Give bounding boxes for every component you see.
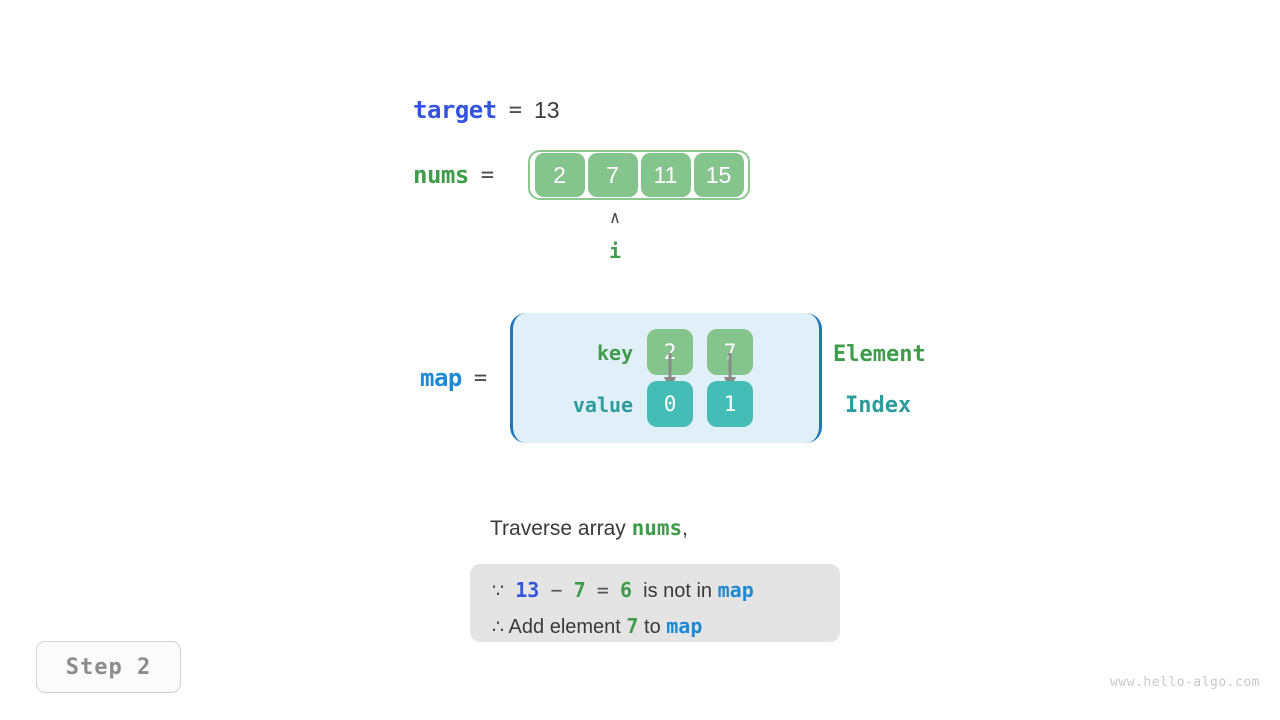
traverse-description: Traverse array nums,: [490, 516, 688, 541]
nums-variable-label: nums: [413, 161, 469, 189]
target-value: 13: [533, 96, 560, 123]
nums-assignment-row: nums = 2 7 11 15: [413, 148, 751, 202]
reasoning-box: ∵ 13 − 7 = 6 is not in map ∴ Add element…: [470, 564, 840, 642]
map-equals-sign: =: [473, 365, 488, 391]
map-container: key value 2 7 0 1: [510, 313, 823, 443]
nums-cell-0: 2: [534, 153, 585, 197]
nums-cell-3: 15: [693, 153, 744, 197]
action-prefix-text: Add element: [508, 616, 621, 638]
target-assignment-row: target = 13: [413, 94, 560, 126]
reason-element-value: 7: [573, 578, 586, 602]
reason-target-value: 13: [515, 578, 540, 602]
map-row-label-value: value: [572, 393, 634, 417]
map-variable-label: map: [420, 364, 462, 392]
reason-map-keyword: map: [717, 578, 754, 602]
reason-minus-sign: −: [550, 578, 563, 602]
reason-difference-value: 6: [619, 578, 632, 602]
reasoning-line-2: ∴ Add element 7 to map: [492, 609, 840, 645]
reason-equals-sign: =: [596, 578, 609, 602]
nums-cell-2: 11: [640, 153, 691, 197]
nums-equals-sign: =: [480, 162, 495, 188]
therefore-symbol: ∴: [492, 616, 505, 638]
reason-not-in-text: is not in: [643, 580, 713, 602]
step-badge-label: Step 2: [65, 654, 152, 680]
traverse-prefix: Traverse array: [490, 517, 632, 540]
nums-cell-1: 7: [587, 153, 638, 197]
pointer-caret-icon: ∧: [609, 208, 621, 228]
map-side-label-element: Element: [833, 342, 926, 367]
because-symbol: ∵: [492, 580, 505, 602]
target-equals-sign: =: [508, 97, 522, 123]
traverse-nums-keyword: nums: [631, 516, 683, 540]
map-value-cell-1: 1: [707, 381, 754, 427]
pointer-label-i: i: [608, 239, 622, 263]
reasoning-line-1: ∵ 13 − 7 = 6 is not in map: [492, 573, 840, 609]
map-side-label-index: Index: [845, 393, 912, 418]
action-middle-text: to: [644, 616, 661, 638]
step-badge: Step 2: [36, 641, 181, 693]
nums-array-container: 2 7 11 15: [528, 150, 751, 200]
map-assignment-row: map = key value 2 7 0 1: [420, 313, 823, 443]
target-variable-label: target: [413, 96, 497, 124]
index-pointer-group: ∧ i: [595, 208, 635, 263]
map-value-cell-0: 0: [647, 381, 694, 427]
map-row-label-key: key: [596, 341, 634, 365]
traverse-suffix: ,: [682, 517, 689, 540]
action-map-keyword: map: [666, 614, 703, 638]
watermark: www.hello-algo.com: [1110, 675, 1260, 690]
action-element-value: 7: [626, 614, 639, 638]
